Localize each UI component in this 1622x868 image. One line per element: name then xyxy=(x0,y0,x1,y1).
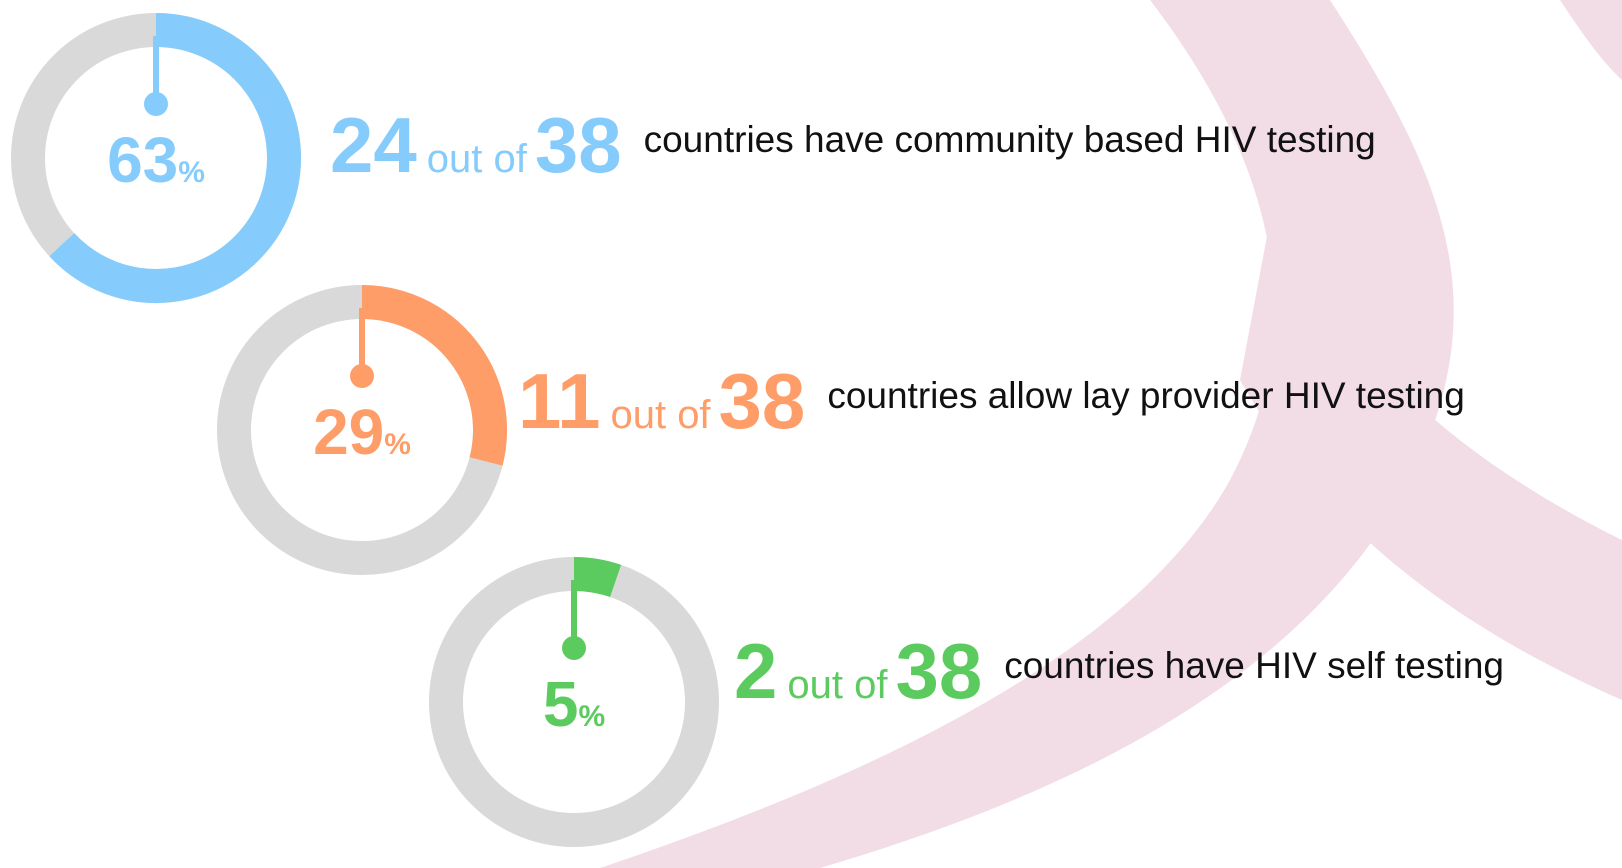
pointer-dot xyxy=(350,364,374,388)
percent-sign: % xyxy=(178,156,205,189)
percent-label: 63% xyxy=(10,128,302,192)
pointer-dot xyxy=(144,92,168,116)
donut-arc xyxy=(361,285,507,466)
count-value: 2 xyxy=(734,627,778,715)
out-of-label: out of xyxy=(426,137,527,181)
percent-value: 63 xyxy=(107,124,179,196)
description: countries allow lay provider HIV testing xyxy=(827,375,1465,416)
percent-value: 29 xyxy=(313,396,385,468)
donut-chart xyxy=(11,13,301,303)
count-value: 24 xyxy=(330,101,417,189)
description: countries have HIV self testing xyxy=(1004,645,1504,686)
donut-arc xyxy=(573,557,622,598)
percent-label: 29% xyxy=(216,400,508,464)
ribbon-band-3 xyxy=(1560,0,1622,80)
pointer-dot xyxy=(562,636,586,660)
total-value: 38 xyxy=(895,627,983,715)
total-value: 38 xyxy=(718,357,806,445)
total-value: 38 xyxy=(534,101,622,189)
percent-sign: % xyxy=(384,428,411,461)
count-value: 11 xyxy=(518,357,601,445)
ribbon-band-1 xyxy=(600,0,1454,868)
percent-sign: % xyxy=(578,700,606,733)
out-of-label: out of xyxy=(610,393,711,437)
count-line: 11 out of 38 countries allow lay provide… xyxy=(518,362,1465,440)
percent-value: 5 xyxy=(542,668,579,740)
count-line: 2 out of 38 countries have HIV self test… xyxy=(734,632,1504,710)
donut-chart xyxy=(217,285,507,575)
out-of-label: out of xyxy=(787,663,888,707)
count-line: 24 out of 38 countries have community ba… xyxy=(330,106,1376,184)
donut-arc xyxy=(49,13,301,303)
description: countries have community based HIV testi… xyxy=(643,119,1376,160)
ribbon-band-2 xyxy=(1240,220,1622,700)
donut-chart xyxy=(429,557,719,847)
percent-label: 5% xyxy=(428,672,720,736)
